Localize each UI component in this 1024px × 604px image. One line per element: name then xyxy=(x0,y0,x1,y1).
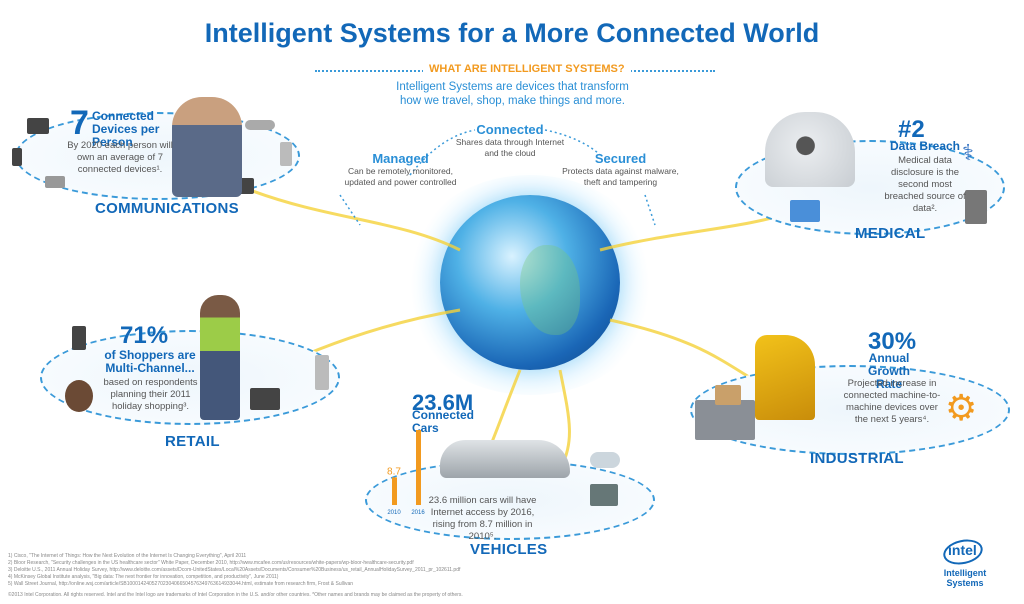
medical-headline: Data Breach xyxy=(889,139,961,153)
medical-stat: #2 xyxy=(898,116,925,143)
vehicles-headline: Connected Cars xyxy=(412,408,475,435)
footnote: 4) McKinsey Global Institute analysis, "… xyxy=(8,574,279,580)
box-icon xyxy=(715,385,741,405)
copyright: ©2013 Intel Corporation. All rights rese… xyxy=(8,592,463,598)
industrial-label: INDUSTRIAL xyxy=(810,450,904,467)
pillar-text: Protects data against malware, theft and… xyxy=(562,166,679,187)
bar-2016 xyxy=(416,430,421,505)
pillar-title: Connected xyxy=(476,122,544,137)
globe-land xyxy=(520,245,580,335)
industrial-stat: 30% xyxy=(868,328,917,355)
footnote: 5) Wall Street Journal, http://online.ws… xyxy=(8,581,354,587)
vehicles-stat: 23.6M xyxy=(412,390,474,415)
server-icon xyxy=(965,190,987,224)
industrial-headline: Annual Growth Rate xyxy=(868,351,910,391)
car-icon xyxy=(245,120,275,130)
fridge-icon xyxy=(280,142,292,166)
footnote: 1) Cisco, "The Internet of Things: How t… xyxy=(8,553,247,559)
tv-icon xyxy=(27,118,49,134)
pillar-connected: Connected Shares data through Internet a… xyxy=(455,122,565,159)
page-title: Intelligent Systems for a More Connected… xyxy=(204,18,820,48)
pillar-text: Can be remotely monitored, updated and p… xyxy=(344,166,457,187)
intel-logo-wordmark: intel xyxy=(948,542,977,558)
communications-text: By 2020 each person will own an average … xyxy=(67,140,173,175)
communications-label: COMMUNICATIONS xyxy=(95,200,239,217)
footnotes: 1) Cisco, "The Internet of Things: How t… xyxy=(8,553,528,599)
retail-text: based on respondents planning their 2011… xyxy=(103,377,198,412)
tablet-icon xyxy=(250,388,280,410)
globe-image xyxy=(440,195,620,370)
pillar-managed: Managed Can be remotely monitored, updat… xyxy=(338,151,463,188)
intro-heading: WHAT ARE INTELLIGENT SYSTEMS? xyxy=(423,63,631,75)
communications-headline: Connected Devices per Person xyxy=(92,109,160,149)
mri-scanner-image xyxy=(765,112,855,187)
footnote: 2) Bloor Research, "Security challenges … xyxy=(8,560,414,566)
tick-label: 2010 xyxy=(387,510,401,515)
pillar-text: Shares data through Internet and the clo… xyxy=(455,137,565,158)
gears-icon: ⚙ xyxy=(945,387,978,428)
communications-stat: 7 xyxy=(70,104,89,142)
intro-text: Intelligent Systems are devices that tra… xyxy=(396,81,629,107)
retail-label: RETAIL xyxy=(165,433,220,450)
kiosk-icon xyxy=(315,355,329,390)
headset-man-image xyxy=(65,380,93,412)
cloud-icon xyxy=(590,452,620,468)
tick-label: 2016 xyxy=(411,510,425,515)
car-image xyxy=(440,440,570,478)
vehicles-label: VEHICLES xyxy=(470,541,548,558)
phone-icon xyxy=(12,148,22,166)
shopper-woman-image xyxy=(200,295,240,420)
intel-logo-tagline: Intelligent Systems xyxy=(943,568,987,588)
footnote: 3) Deloitte U.S., 2011 Annual Holiday Su… xyxy=(8,567,461,573)
vehicles-text: 23.6 million cars will have Internet acc… xyxy=(428,495,537,542)
dashboard-screen-icon xyxy=(590,484,618,506)
medical-label: MEDICAL xyxy=(855,225,926,242)
laptop-icon xyxy=(45,176,65,188)
bar-2010 xyxy=(392,477,397,505)
medical-text: Medical data disclosure is the second mo… xyxy=(884,155,966,214)
pillar-title: Secured xyxy=(594,151,647,166)
retail-stat: 71% xyxy=(120,322,169,349)
retail-headline: of Shoppers are Multi-Channel... xyxy=(104,348,196,375)
robot-arm-image xyxy=(755,335,815,420)
industrial-text: Projected increase in connected machine-… xyxy=(843,378,941,425)
vehicles-bar-chart: 2010 8.7 2016 xyxy=(387,430,425,515)
caduceus-icon: ⚕ xyxy=(962,140,974,165)
retail-ellipse xyxy=(40,330,340,425)
data-label: 8.7 xyxy=(387,466,401,477)
folder-icon xyxy=(790,200,820,222)
pillar-title: Managed xyxy=(372,151,429,166)
pillar-secured: Secured Protects data against malware, t… xyxy=(558,151,683,188)
smartphone-icon xyxy=(72,326,86,350)
person-with-tablet xyxy=(172,97,242,197)
conveyor-belt-icon xyxy=(695,400,755,440)
